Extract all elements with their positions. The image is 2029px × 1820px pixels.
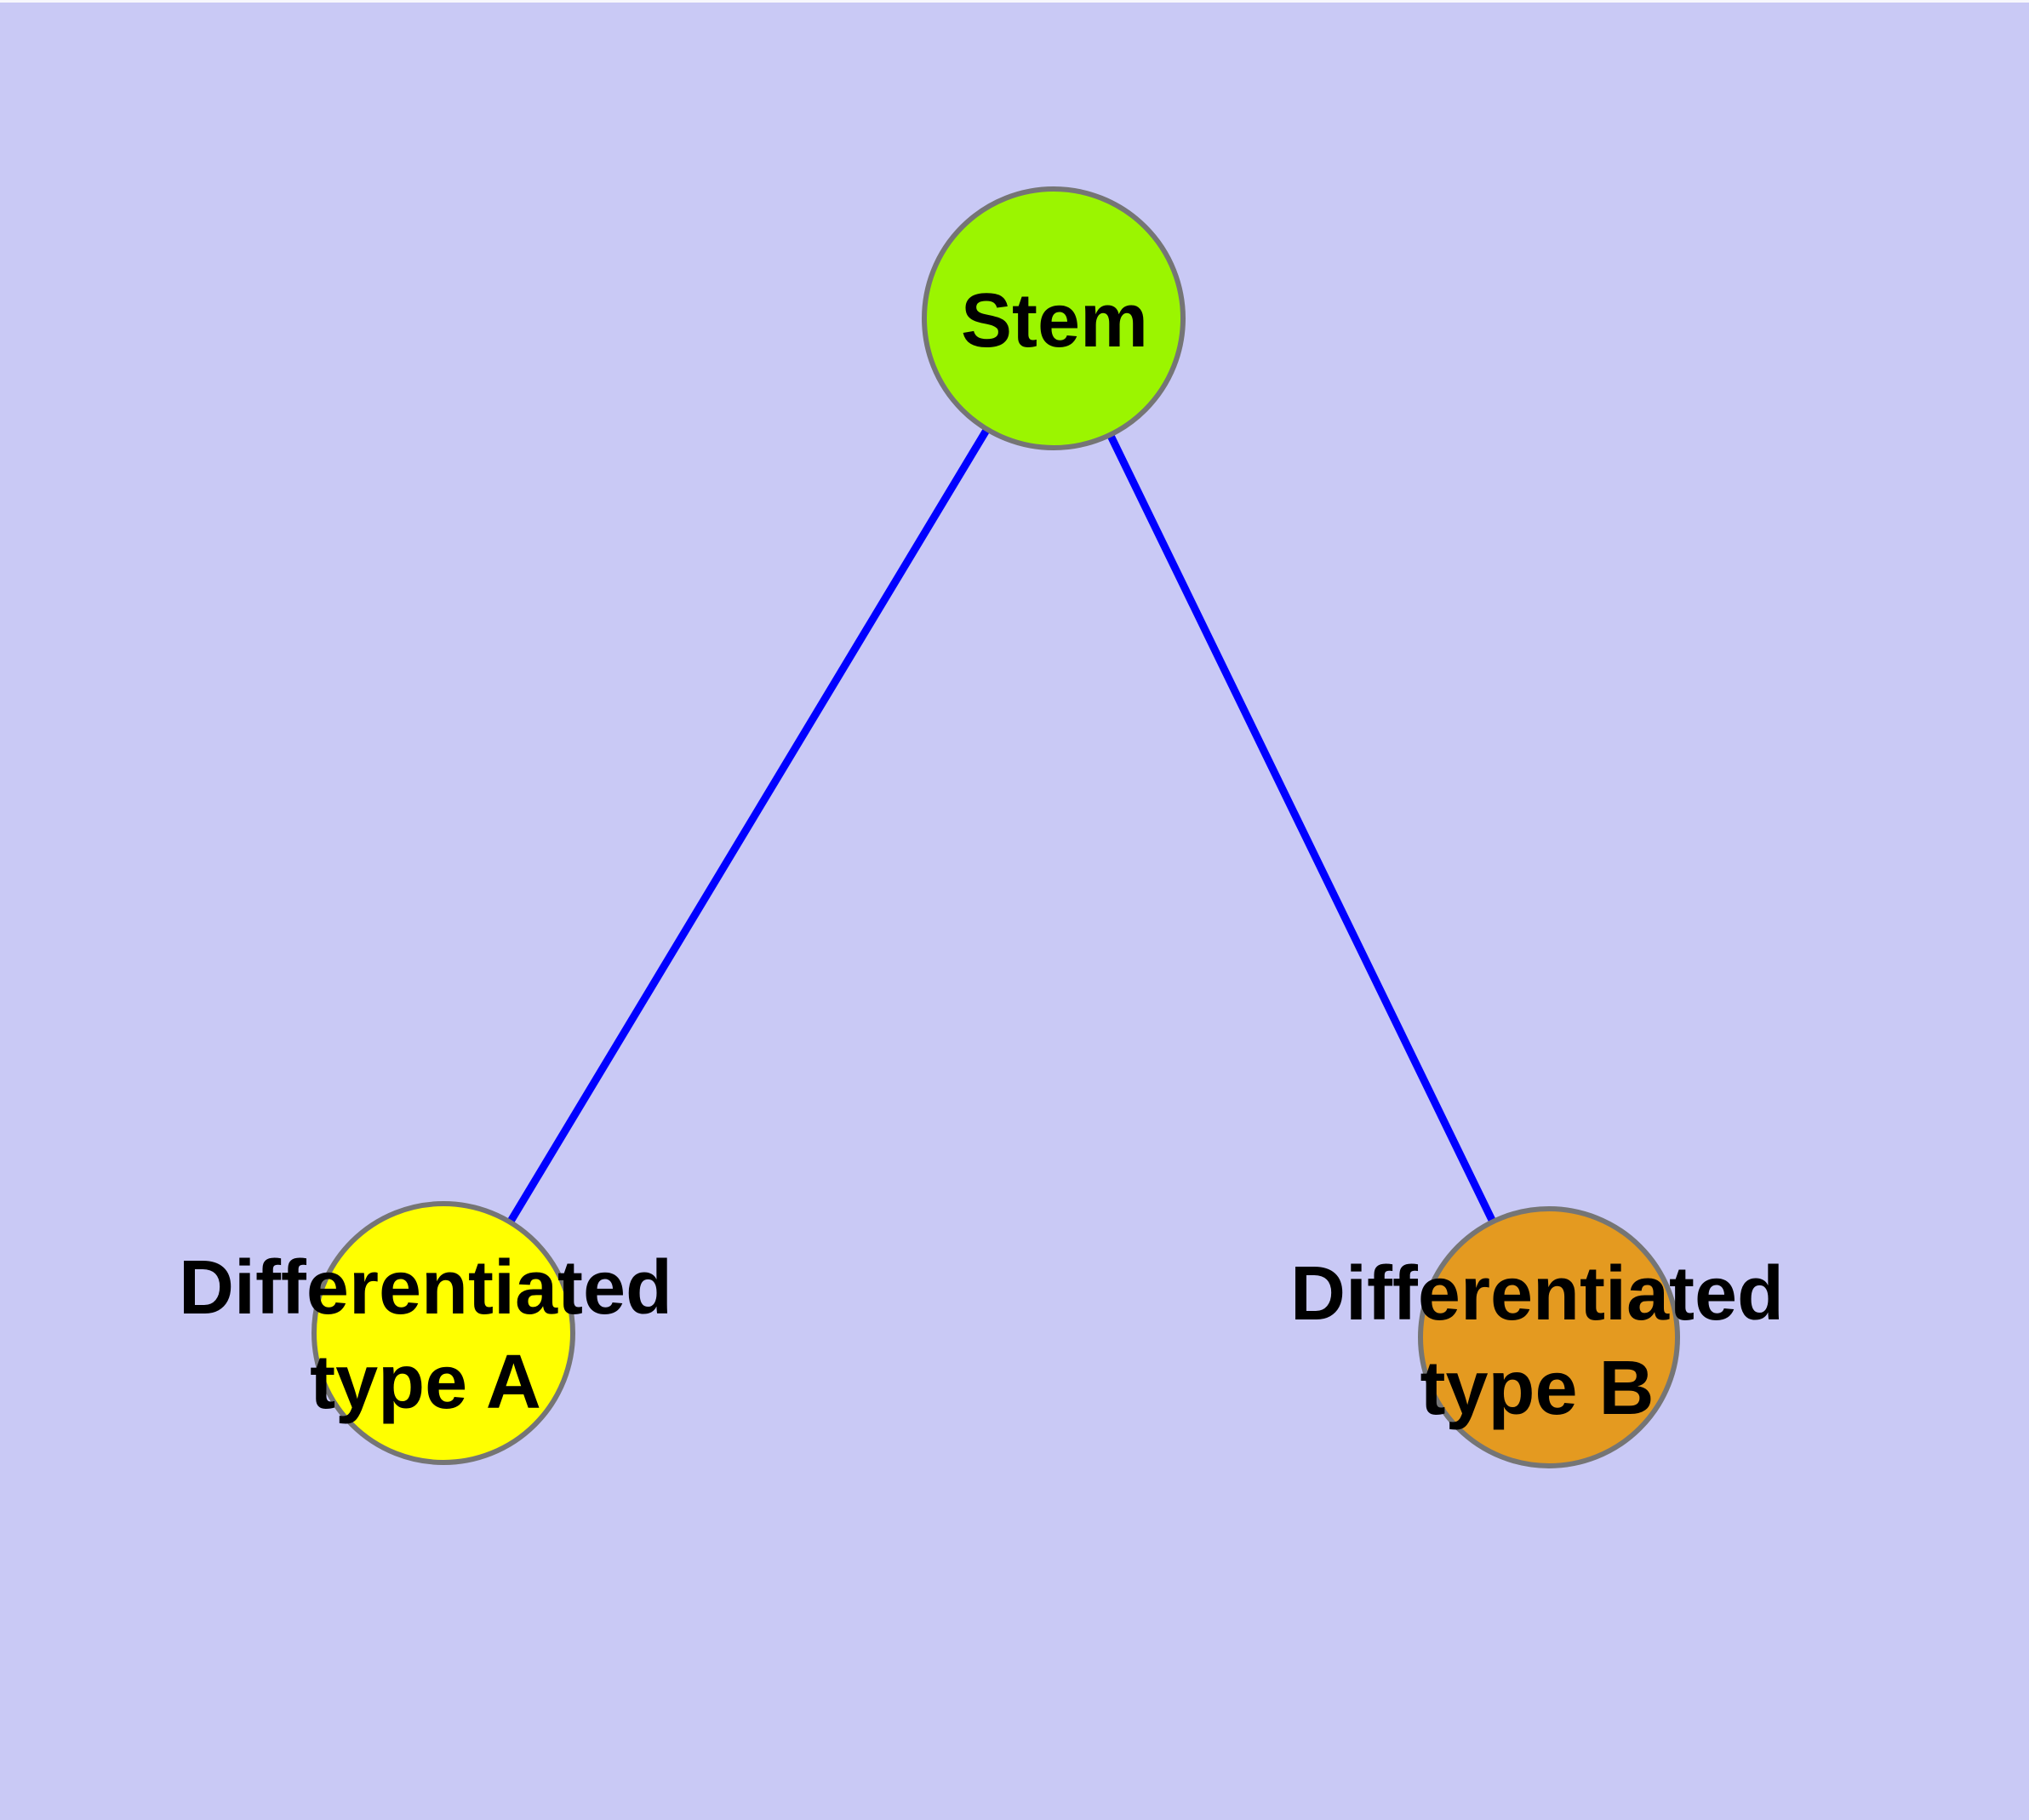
node-differentiated-type-a — [311, 1201, 575, 1465]
node-differentiated-type-b-label-line1: Differentiated — [1290, 1251, 1784, 1336]
node-differentiated-type-a-label-line2: type A — [310, 1340, 541, 1425]
node-differentiated-type-b-label-line2: type B — [1420, 1346, 1654, 1431]
edge-stem-to-type-b — [1049, 317, 1553, 1339]
canvas-top-edge — [0, 0, 2029, 3]
node-differentiated-type-b — [1418, 1206, 1680, 1468]
node-stem-label: Stem — [961, 278, 1148, 363]
edge-stem-to-type-a — [440, 316, 1057, 1336]
node-stem — [922, 186, 1186, 450]
node-differentiated-type-a-label-line1: Differentiated — [179, 1245, 672, 1331]
